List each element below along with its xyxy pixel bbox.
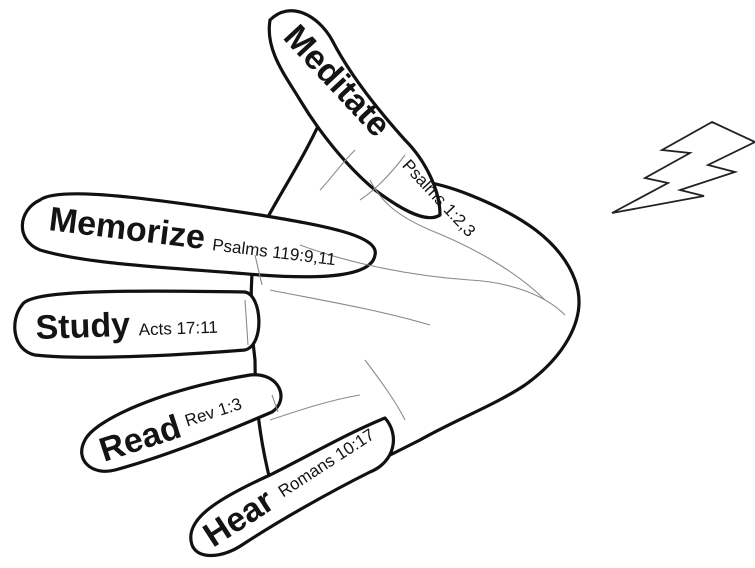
finger-label-middle: Study Acts 17:11 xyxy=(35,306,218,347)
finger-reference-middle: Acts 17:11 xyxy=(138,318,218,340)
ring-finger-shape xyxy=(20,192,377,279)
index-finger-shape xyxy=(80,373,283,473)
pinky-finger-shape xyxy=(267,9,442,220)
finger-word-middle: Study xyxy=(35,306,131,347)
lightning-bolt-icon xyxy=(611,120,755,214)
thumb-shape xyxy=(189,416,395,558)
middle-finger-shape xyxy=(13,289,261,359)
hand-outline xyxy=(13,9,581,558)
